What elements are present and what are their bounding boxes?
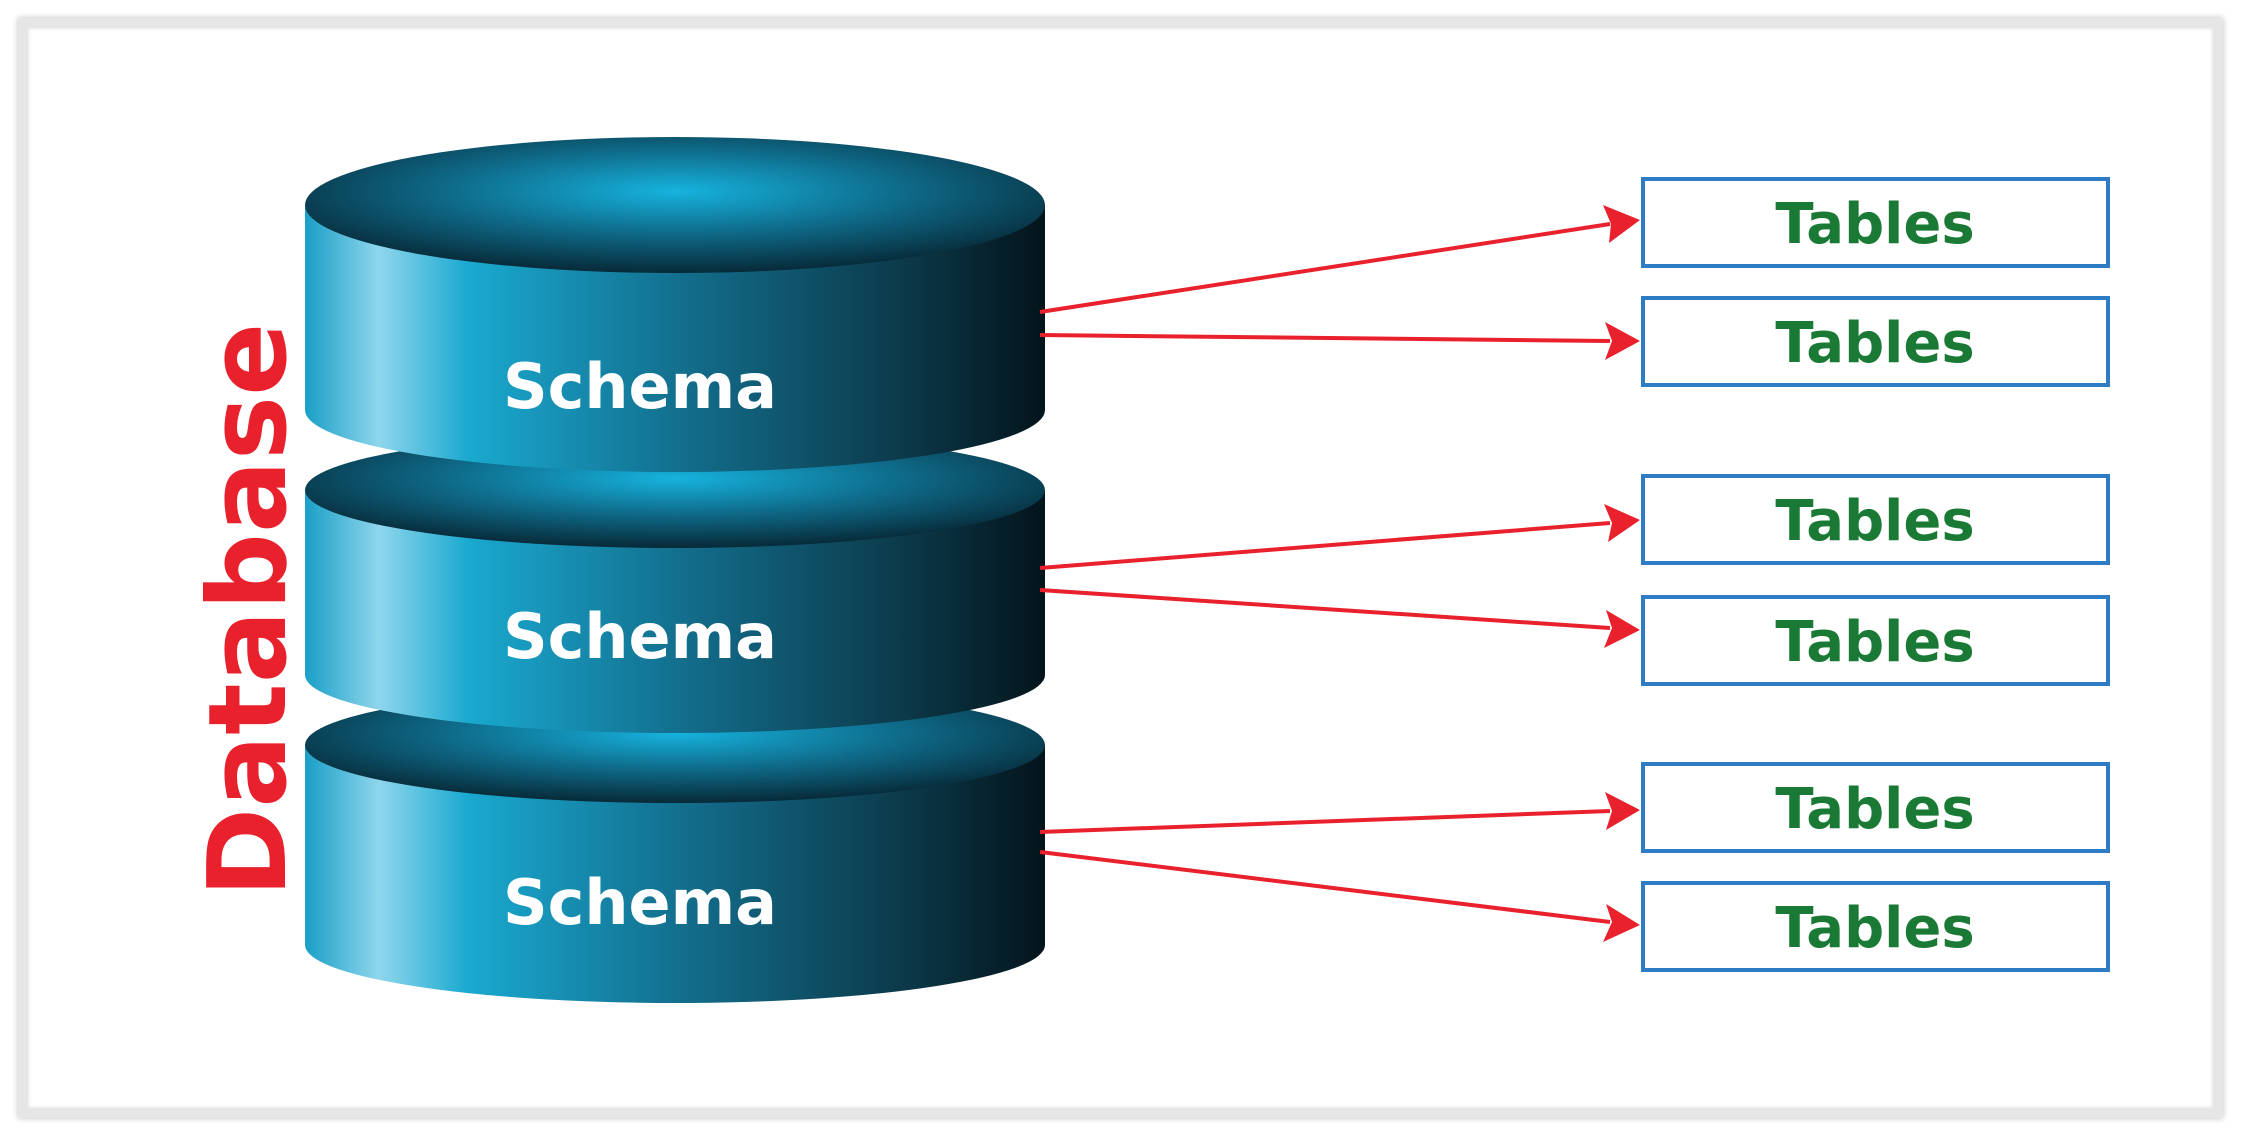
arrowhead [1604, 610, 1640, 648]
arrowhead [1604, 504, 1640, 542]
table-box: Tables [1641, 762, 2110, 853]
arrow [1039, 850, 1611, 924]
schema-segment-3: Schema [305, 687, 1045, 1003]
table-box: Tables [1641, 177, 2110, 268]
arrows [1039, 205, 1640, 942]
arrow [1039, 809, 1611, 834]
table-label: Tables [1775, 489, 1974, 554]
table-box: Tables [1641, 296, 2110, 387]
table-box: Tables [1641, 595, 2110, 686]
schema-segment-1: Schema [305, 137, 1045, 472]
arrow [1039, 588, 1611, 630]
arrow [1039, 222, 1611, 314]
table-box: Tables [1641, 474, 2110, 565]
database-label: Database [186, 323, 311, 898]
arrow [1039, 521, 1611, 570]
table-label: Tables [1775, 610, 1974, 675]
table-label: Tables [1775, 311, 1974, 376]
table-label: Tables [1775, 192, 1974, 257]
schema-label: Schema [503, 350, 777, 423]
table-label: Tables [1775, 777, 1974, 842]
arrowhead [1603, 904, 1640, 942]
arrowhead [1605, 792, 1640, 830]
schema-label: Schema [503, 866, 777, 939]
arrow [1039, 333, 1611, 343]
schema-segment-2: Schema [305, 432, 1045, 733]
schema-label: Schema [503, 600, 777, 673]
arrowhead [1603, 205, 1640, 243]
table-box: Tables [1641, 881, 2110, 972]
arrowhead [1605, 322, 1640, 360]
table-label: Tables [1775, 896, 1974, 961]
